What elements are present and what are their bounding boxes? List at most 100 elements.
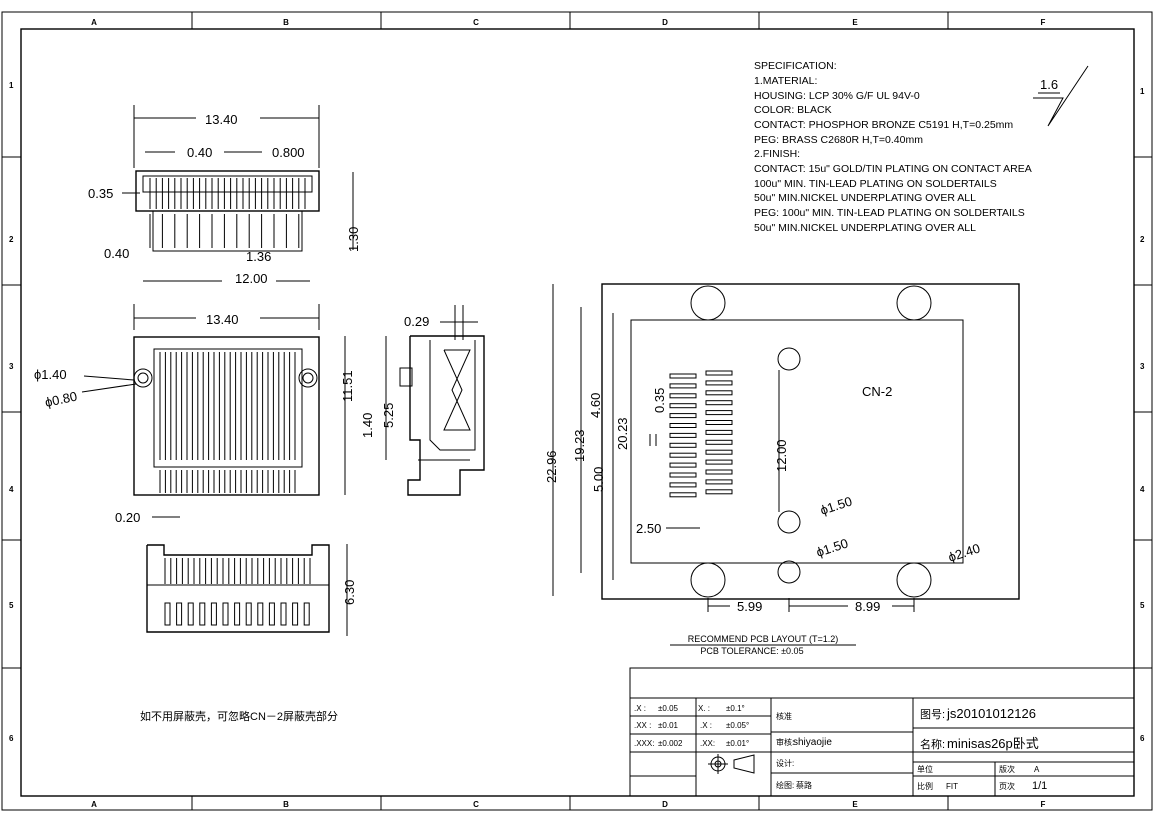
pcb-pad bbox=[705, 429, 733, 435]
pcb-pad bbox=[705, 400, 733, 406]
version-value: A bbox=[1034, 765, 1040, 774]
tol-value: ±0.01 bbox=[658, 721, 679, 730]
solder-tail bbox=[176, 602, 183, 626]
zone-row-2-left: 2 bbox=[9, 235, 14, 244]
dim-pcb-x1: 5.99 bbox=[737, 599, 762, 614]
pcb-pad bbox=[705, 479, 733, 485]
bottom-view: 6.30 bbox=[146, 544, 357, 636]
solder-tail bbox=[187, 602, 194, 626]
solder-tail bbox=[303, 602, 310, 626]
page-value: 1/1 bbox=[1032, 780, 1047, 792]
pcb-pad bbox=[669, 442, 697, 448]
drawer-name: 蔡路 bbox=[796, 780, 812, 790]
pcb-pad bbox=[705, 439, 733, 445]
tol-label: .XXX: bbox=[634, 739, 654, 748]
zone-row-5-left: 5 bbox=[9, 601, 14, 610]
zone-row-6-right: 6 bbox=[1140, 734, 1145, 743]
zone-col-b-bottom: B bbox=[283, 800, 289, 809]
dim-pcb-pad-gap: 5.00 bbox=[591, 467, 606, 492]
unit-label: 单位 bbox=[917, 764, 933, 774]
dim-front-mid-h: 5.25 bbox=[381, 403, 396, 428]
zone-row-3-left: 3 bbox=[9, 362, 14, 371]
dim-pcb-hole-span: 12.00 bbox=[774, 439, 789, 472]
zone-col-c-bottom: C bbox=[473, 800, 479, 809]
solder-tail bbox=[164, 602, 171, 626]
dim-front-lead-w: 0.20 bbox=[115, 510, 140, 525]
dim-pcb-pad-h: 4.60 bbox=[588, 393, 603, 418]
pcb-tolerance: PCB TOLERANCE: ±0.05 bbox=[700, 646, 803, 656]
solder-tail bbox=[268, 602, 275, 626]
pcb-pad bbox=[705, 489, 733, 495]
spec-line: 100u" MIN. TIN-LEAD PLATING ON SOLDERTAI… bbox=[754, 178, 997, 190]
pcb-pad bbox=[669, 373, 697, 379]
solder-tail bbox=[199, 602, 206, 626]
zone-row-3-right: 3 bbox=[1140, 362, 1145, 371]
specification-block: SPECIFICATION: 1.MATERIAL: HOUSING: LCP … bbox=[754, 60, 1032, 234]
shield-note: 如不用屏蔽壳，可忽略CN－2屏蔽壳部分 bbox=[140, 709, 338, 723]
dim-pcb-hole3: ϕ2.40 bbox=[946, 541, 982, 565]
pcb-pad bbox=[669, 472, 697, 478]
drawing-no-label: 图号: bbox=[920, 708, 945, 721]
pcb-pad bbox=[669, 452, 697, 458]
roughness-value: 1.6 bbox=[1040, 77, 1058, 92]
page-label: 页次 bbox=[999, 781, 1015, 791]
zone-row-6-left: 6 bbox=[9, 734, 14, 743]
tol-label: .XX : bbox=[634, 721, 651, 730]
tol-label: .XX: bbox=[700, 739, 715, 748]
tol-value: ±0.05 bbox=[658, 704, 679, 713]
zone-row-2-right: 2 bbox=[1140, 235, 1145, 244]
dim-pcb-outer-h: 22.96 bbox=[544, 450, 559, 483]
pcb-pad bbox=[705, 380, 733, 386]
zone-col-a-top: A bbox=[91, 18, 97, 27]
part-name: minisas26p卧式 bbox=[947, 736, 1039, 751]
dim-top-pitch-b: 0.800 bbox=[272, 145, 305, 160]
dim-pcb-hole2: ϕ1.50 bbox=[814, 536, 850, 560]
reviewer-name: shiyaojie bbox=[793, 737, 832, 748]
pcb-pad bbox=[669, 393, 697, 399]
zone-row-4-left: 4 bbox=[9, 485, 14, 494]
tol-value: ±0.1° bbox=[726, 704, 745, 713]
tol-value: ±0.05° bbox=[726, 721, 749, 730]
zone-row-1-left: 1 bbox=[9, 81, 14, 90]
pcb-pad bbox=[705, 370, 733, 376]
tol-label: X. : bbox=[698, 704, 710, 713]
dim-side-top: 0.29 bbox=[404, 314, 429, 329]
pcb-pad bbox=[669, 492, 697, 498]
zone-ticks bbox=[2, 12, 1152, 810]
side-view: 0.29 bbox=[399, 305, 485, 496]
pcb-pad bbox=[705, 449, 733, 455]
dim-top-height: 1.30 bbox=[346, 227, 361, 252]
zone-col-d-bottom: D bbox=[662, 800, 668, 809]
spec-line: CONTACT: PHOSPHOR BRONZE C5191 H,T=0.25m… bbox=[754, 119, 1013, 131]
dim-bottom-height: 6.30 bbox=[342, 580, 357, 605]
solder-tail bbox=[280, 602, 287, 626]
spec-line: 1.MATERIAL: bbox=[754, 75, 817, 87]
draw-label: 绘图: bbox=[776, 780, 794, 790]
pcb-layout: CN-2 22.96 19.23 20.23 4.60 5.00 0.35 12… bbox=[544, 283, 1020, 656]
spec-line: PEG: BRASS C2680R H,T=0.40mm bbox=[754, 134, 923, 146]
pcb-pad bbox=[705, 390, 733, 396]
pcb-label: CN-2 bbox=[862, 384, 892, 399]
spec-line: 2.FINISH: bbox=[754, 148, 800, 160]
checked-label: 核准 bbox=[776, 711, 792, 721]
scale-label: 比例 bbox=[917, 781, 933, 791]
dim-pcb-edge: 2.50 bbox=[636, 521, 661, 536]
spec-line: HOUSING: LCP 30% G/F UL 94V-0 bbox=[754, 90, 920, 102]
zone-col-a-bottom: A bbox=[91, 800, 97, 809]
pcb-pad bbox=[669, 383, 697, 389]
spec-line: COLOR: BLACK bbox=[754, 104, 832, 116]
pcb-pad bbox=[669, 482, 697, 488]
top-view: 13.40 0.40 0.800 0.35 1.30 0.40 1.36 12.… bbox=[88, 105, 361, 286]
pcb-caption: RECOMMEND PCB LAYOUT (T=1.2) bbox=[688, 634, 838, 644]
dim-hole-outer: ϕ1.40 bbox=[34, 367, 67, 382]
dim-top-span: 12.00 bbox=[235, 271, 268, 286]
tol-value: ±0.002 bbox=[658, 739, 683, 748]
dim-hole-inner: ϕ0.80 bbox=[44, 388, 79, 409]
solder-tail bbox=[222, 602, 229, 626]
zone-col-c-top: C bbox=[473, 18, 479, 27]
zone-col-f-top: F bbox=[1041, 18, 1046, 27]
dim-top-left-gap: 0.35 bbox=[88, 186, 113, 201]
zone-row-1-right: 1 bbox=[1140, 87, 1145, 96]
projection-symbol-icon bbox=[708, 754, 755, 774]
